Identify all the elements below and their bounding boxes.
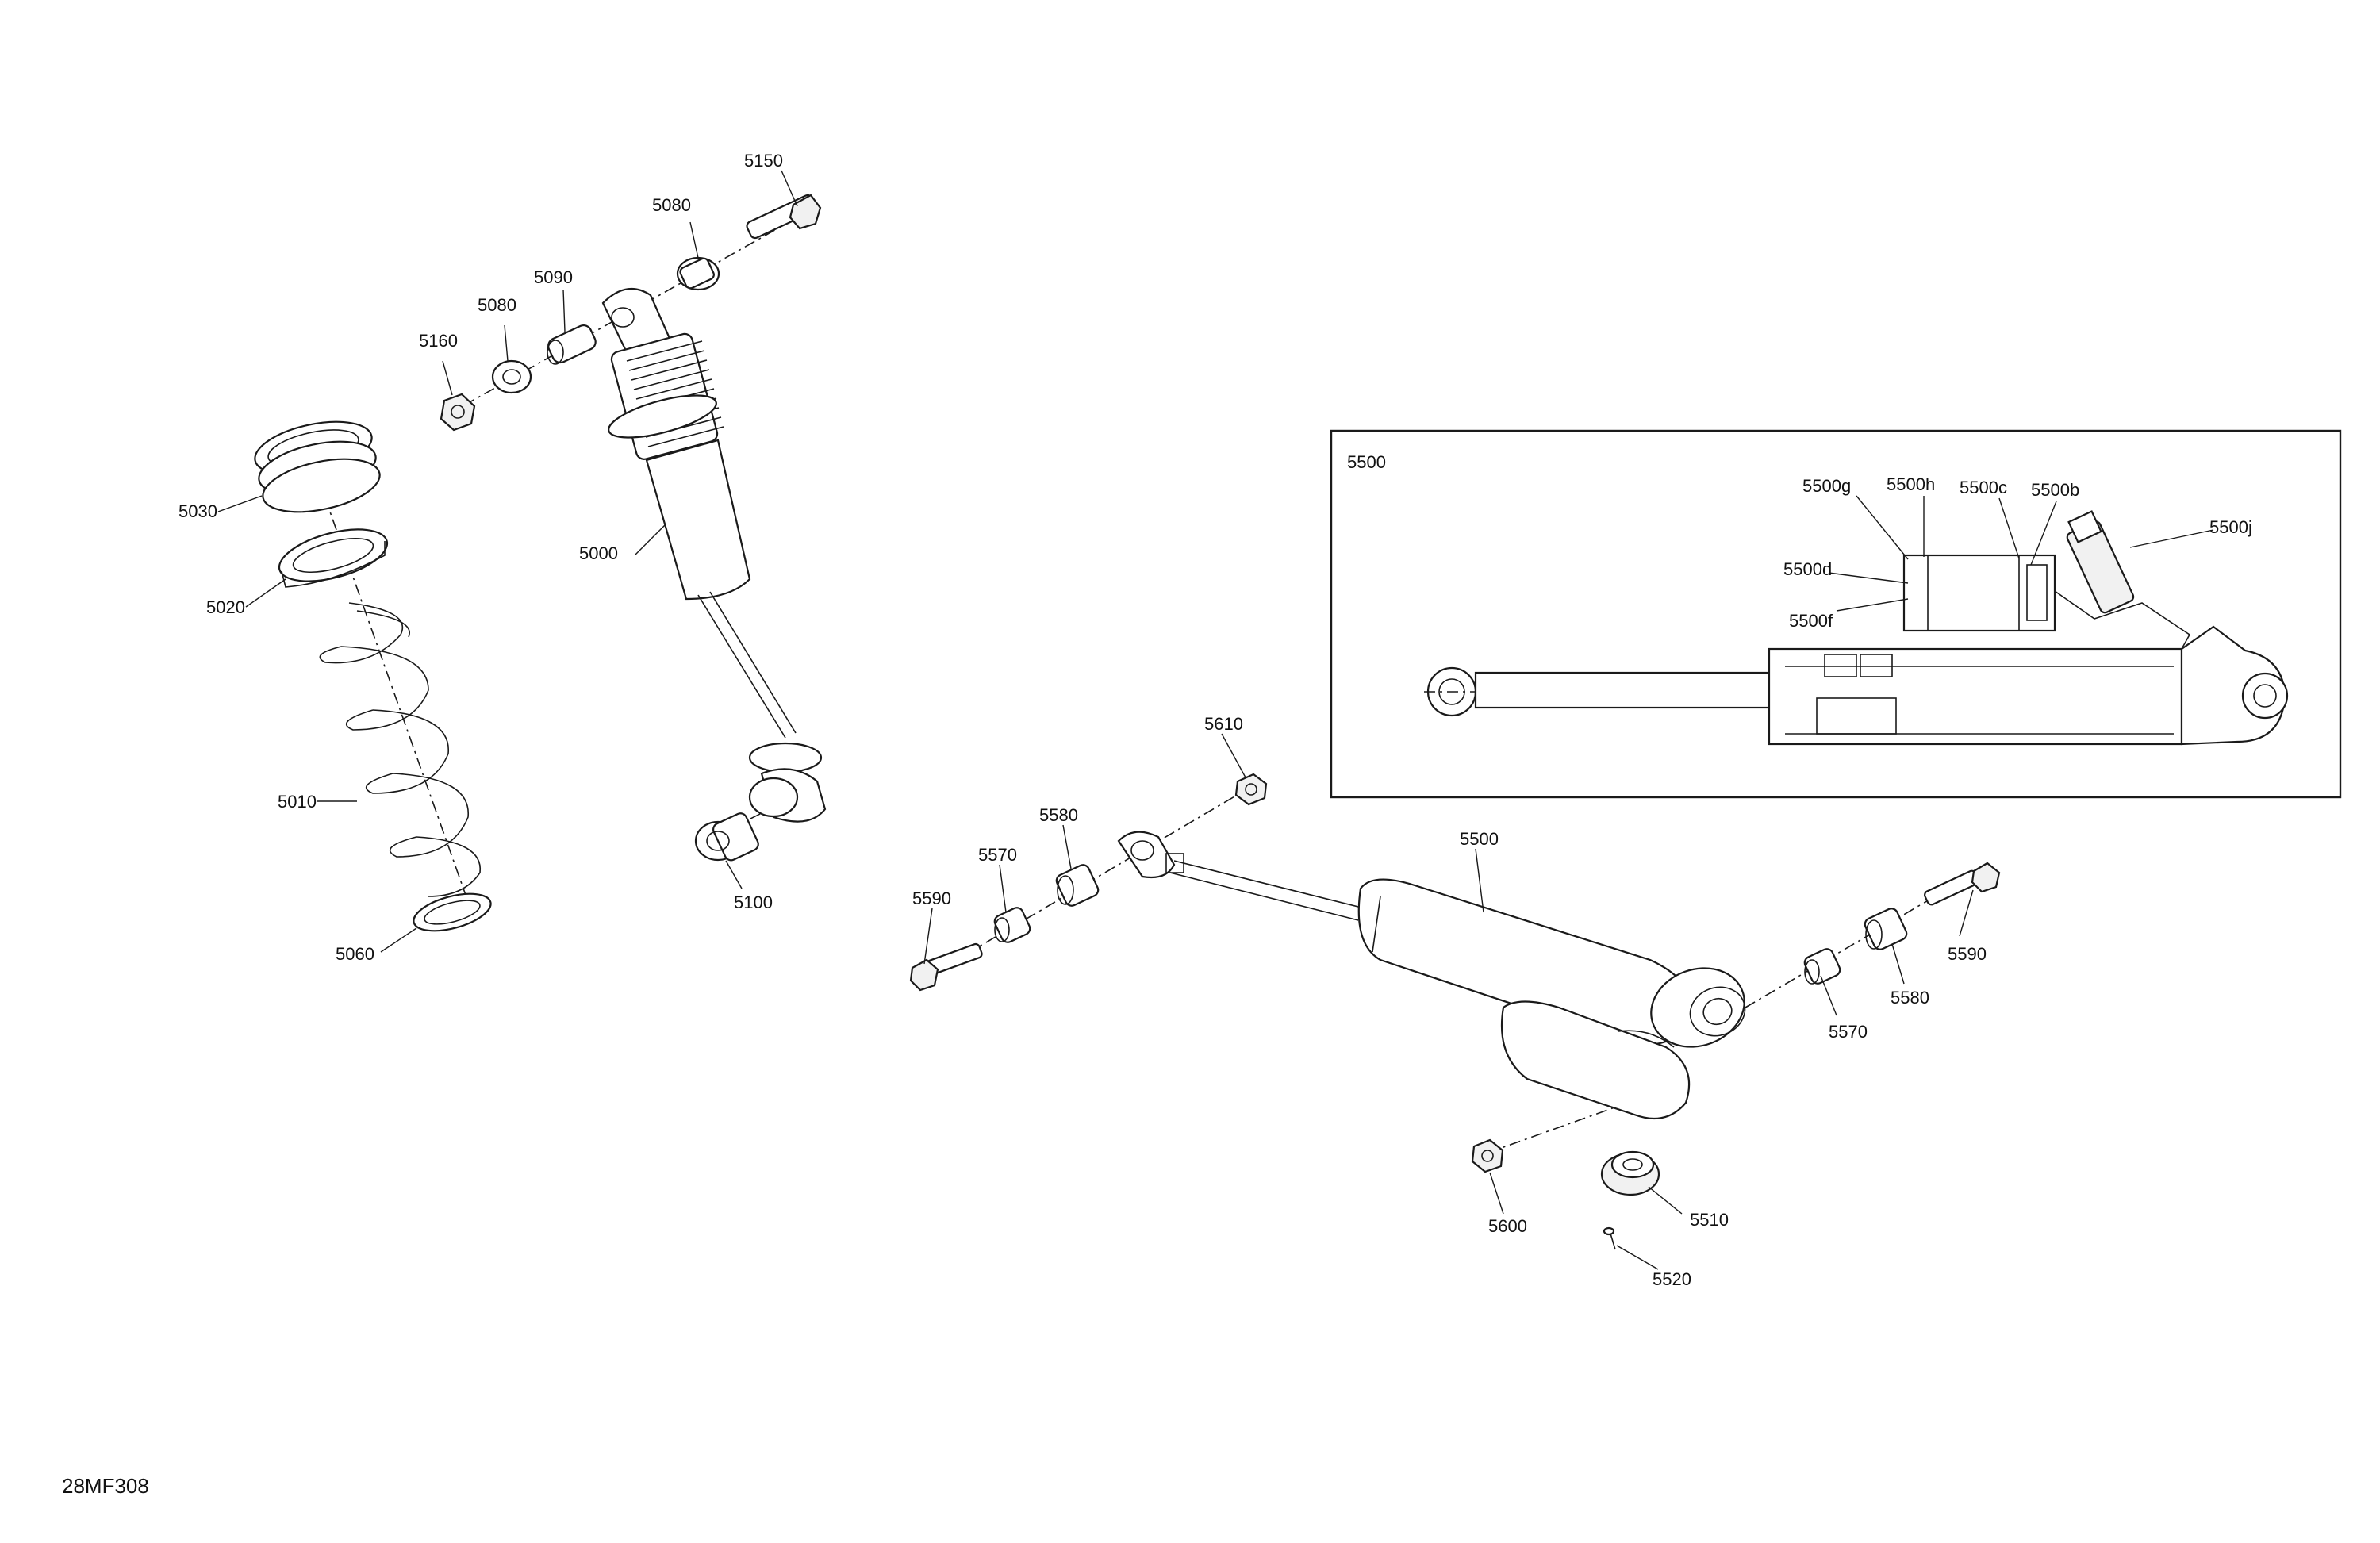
callout-5090: 5090 (534, 267, 573, 287)
callout-5500g: 5500g (1802, 476, 1851, 496)
bushing-5570-left (993, 907, 1031, 943)
callout-5500b: 5500b (2031, 480, 2079, 500)
callout-5510: 5510 (1690, 1210, 1729, 1230)
callout-5080-top: 5080 (652, 195, 691, 215)
bushing-5080-mid (491, 359, 532, 394)
callout-5500f: 5500f (1789, 611, 1833, 631)
coil-spring-5010 (319, 602, 481, 897)
bushing-5580-right (1864, 908, 1908, 950)
diagram-code: 28MF308 (62, 1474, 149, 1498)
callout-5500h: 5500h (1887, 474, 1935, 494)
callout-5080-mid: 5080 (478, 295, 516, 315)
callout-5590-left: 5590 (912, 889, 951, 908)
bolt-5590-left (909, 942, 983, 992)
spring-seat-5060 (413, 892, 492, 932)
callout-5160: 5160 (419, 331, 458, 351)
nut-5160 (440, 393, 476, 432)
callout-5570-right: 5570 (1829, 1022, 1868, 1042)
callout-5000: 5000 (579, 543, 618, 563)
bushing-5100 (694, 777, 799, 862)
callout-5520: 5520 (1653, 1269, 1691, 1289)
spring-seat-5020 (278, 528, 389, 588)
bushing-5580-left (1055, 864, 1100, 907)
sleeve-5090 (547, 324, 597, 365)
nut-5610 (1234, 773, 1268, 806)
adjuster-knob-5510 (1600, 1150, 1660, 1196)
callout-5500j: 5500j (2209, 517, 2252, 537)
callout-5580-right: 5580 (1891, 988, 1929, 1008)
callout-5500d: 5500d (1783, 559, 1832, 579)
callout-5010: 5010 (278, 792, 317, 812)
axis-rod-end (935, 785, 1254, 973)
adjuster-valve-5500j (2066, 510, 2135, 614)
callout-5150: 5150 (744, 151, 783, 171)
callout-5030: 5030 (178, 501, 217, 521)
callout-5580-left: 5580 (1039, 805, 1078, 825)
callout-5590-right: 5590 (1948, 944, 1987, 964)
callout-5610: 5610 (1204, 714, 1243, 734)
callout-5570-left: 5570 (978, 845, 1017, 865)
bushing-5080-top (676, 256, 720, 291)
inset-title: 5500 (1347, 452, 1386, 472)
callout-5060: 5060 (336, 944, 374, 964)
bolt-5150 (746, 194, 822, 240)
shock-absorber-5500 (1117, 831, 1746, 1120)
callout-5500: 5500 (1460, 829, 1499, 849)
inset-shock-section (1424, 510, 2289, 746)
bolt-5590-right (1924, 862, 2001, 906)
callout-5500c: 5500c (1960, 478, 2007, 497)
screw-5520 (1603, 1226, 1616, 1250)
callout-5020: 5020 (206, 597, 245, 617)
callout-5100: 5100 (734, 892, 773, 912)
part-callouts: 5150 5080 5090 5080 5160 5030 5020 5000 … (62, 151, 2252, 1498)
bushing-5570-right (1803, 948, 1841, 985)
callout-5600: 5600 (1488, 1216, 1527, 1236)
shock-absorber-5000 (601, 287, 827, 823)
nut-5600 (1471, 1138, 1504, 1173)
preload-collar-5030 (254, 420, 381, 513)
leader-lines (217, 170, 2214, 1270)
